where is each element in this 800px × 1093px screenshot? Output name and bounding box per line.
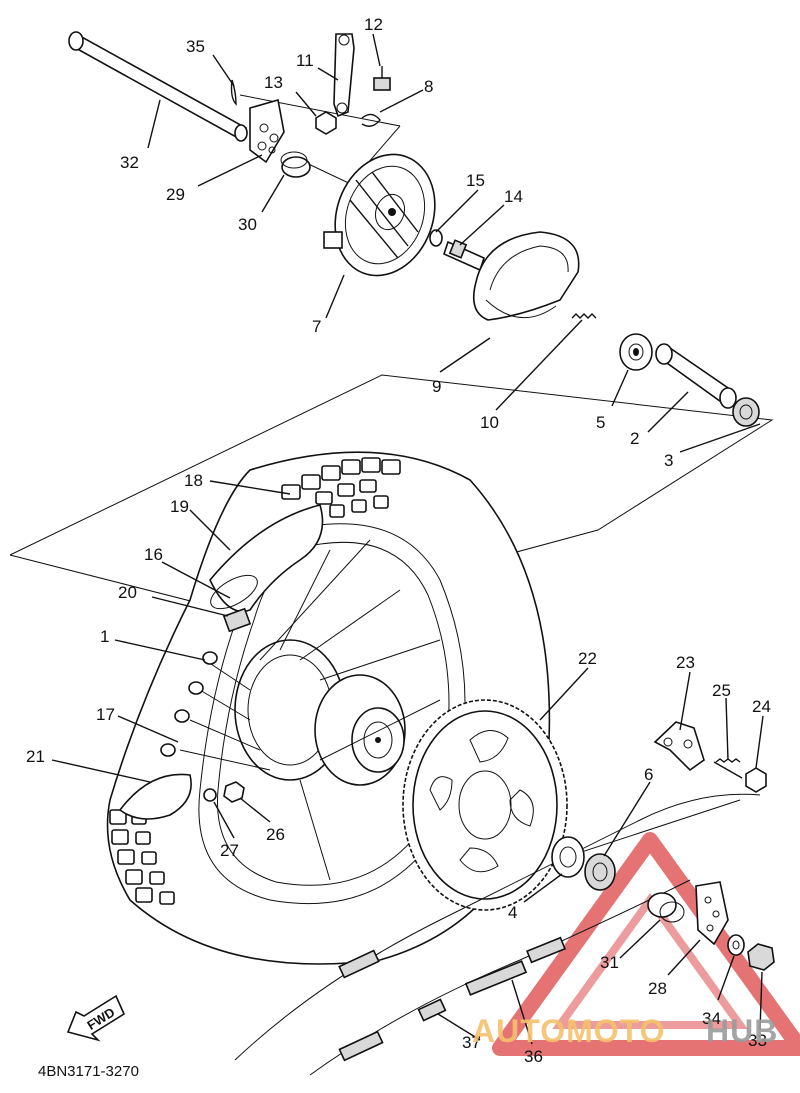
- callout-19: 19: [170, 497, 189, 516]
- adjust-nut: [745, 767, 767, 793]
- callout-22: 22: [578, 649, 597, 668]
- callout-21: 21: [26, 747, 45, 766]
- watermark-text-auto: AUTOMOTO: [472, 1013, 665, 1049]
- collar-right: [647, 892, 685, 923]
- leader-lines: [51, 33, 764, 1045]
- callout-26: 26: [266, 825, 285, 844]
- callout-9: 9: [432, 377, 441, 396]
- axle-nut: [747, 943, 775, 971]
- brake-shoe-plate: [323, 153, 436, 277]
- callout-2: 2: [630, 429, 639, 448]
- callout-4-right: 4: [508, 903, 517, 922]
- watermark-text-hub: HUB: [706, 1013, 778, 1049]
- bearing-right: [551, 836, 585, 878]
- brake-spring: [571, 313, 597, 319]
- bolt: [373, 66, 391, 91]
- callout-20: 20: [118, 583, 137, 602]
- callout-5: 5: [596, 413, 605, 432]
- watermark-triangle-inner: [552, 893, 748, 1029]
- callout-17: 17: [96, 705, 115, 724]
- rim: [198, 523, 466, 905]
- spacer: [655, 343, 737, 409]
- chain-adjuster-left: [249, 98, 285, 164]
- watermark-logo: [492, 832, 800, 1056]
- spoke-nipples: [160, 651, 218, 757]
- callout-31: 31: [600, 953, 619, 972]
- callout-6: 6: [644, 765, 653, 784]
- callout-15: 15: [466, 171, 485, 190]
- callout-23: 23: [676, 653, 695, 672]
- callout-16: 16: [144, 545, 163, 564]
- oil-seal: [732, 397, 760, 427]
- callout-28: 28: [648, 979, 667, 998]
- callout-7: 7: [312, 317, 321, 336]
- callout-18: 18: [184, 471, 203, 490]
- callout-11: 11: [296, 51, 314, 70]
- callout-34: 34: [702, 1009, 721, 1028]
- chain-links: [338, 936, 566, 1062]
- callout-12: 12: [364, 15, 383, 34]
- callout-8: 8: [424, 77, 433, 96]
- callout-1: 1: [100, 627, 109, 646]
- callout-10: 10: [480, 413, 499, 432]
- callout-33: 33: [748, 1031, 767, 1050]
- bearing: [619, 333, 653, 371]
- rim-band-cutaway: [118, 773, 192, 820]
- cotter-pin: [230, 79, 237, 106]
- callout-30: 30: [238, 215, 257, 234]
- callout-36: 36: [524, 1047, 543, 1066]
- callout-25: 25: [712, 681, 731, 700]
- washer-right: [727, 934, 745, 956]
- watermark-text: AUTOMOTO HUB: [472, 1013, 778, 1049]
- callout-37: 37: [462, 1033, 481, 1052]
- callout-14: 14: [504, 187, 523, 206]
- callout-numbers: 35 32 29 30 13 11 12 8 7 15 14 9 10 5 2 …: [26, 15, 771, 1066]
- brake-shoe: [472, 231, 580, 321]
- drive-chain: [234, 793, 761, 1076]
- chain-puller: [653, 721, 705, 772]
- watermark-triangle: [492, 832, 800, 1056]
- callout-3: 3: [664, 451, 673, 470]
- washer: [203, 788, 217, 802]
- tire-tread: [109, 457, 401, 905]
- axle: [68, 31, 248, 142]
- callout-35: 35: [186, 37, 205, 56]
- valve-nut: [223, 781, 245, 803]
- callout-29: 29: [166, 185, 185, 204]
- callout-13: 13: [264, 73, 283, 92]
- callout-24: 24: [752, 697, 771, 716]
- camshaft: [429, 229, 485, 272]
- nut: [315, 111, 337, 135]
- oil-seal-right: [584, 853, 616, 891]
- adjust-bolt: [713, 758, 743, 779]
- diagram-code: 4BN3171-3270: [38, 1063, 139, 1080]
- spokes: [179, 539, 441, 881]
- callout-27: 27: [220, 841, 239, 860]
- axle-collar: [280, 151, 311, 178]
- cotter-clip: [361, 113, 381, 127]
- tension-bar: [333, 33, 355, 118]
- callout-32: 32: [120, 153, 139, 172]
- rear-sprocket: [402, 699, 568, 911]
- fwd-arrow: FWD: [66, 994, 126, 1042]
- chain-adjuster-right: [695, 881, 729, 946]
